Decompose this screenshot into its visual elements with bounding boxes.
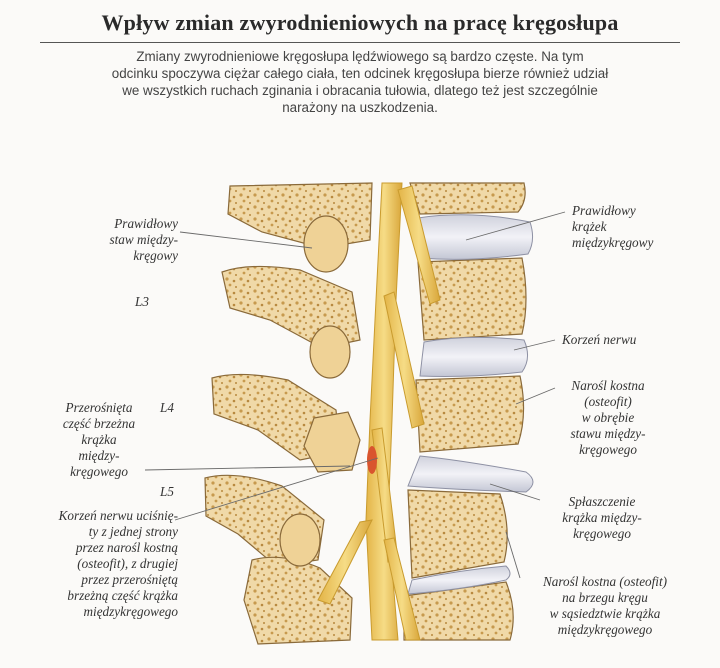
label-line: krążek	[572, 219, 607, 234]
label-line: Przerośnięta	[65, 400, 133, 415]
page-title: Wpływ zmian zwyrodnieniowych na pracę kr…	[101, 10, 619, 35]
label-line: brzeżną część krążka	[67, 588, 178, 603]
label-line: w sąsiedztwie krążka	[549, 606, 661, 621]
title-divider	[40, 42, 680, 43]
intro-paragraph: Zmiany zwyrodnieniowe kręgosłupa lędźwio…	[70, 48, 650, 116]
label-line: Narośl kostna (osteofit)	[542, 574, 668, 589]
label-normal-facet-joint: Prawidłowy staw między- kręgowy	[60, 216, 179, 264]
leader-lines	[144, 211, 566, 579]
intro-line: narażony na uszkodzenia.	[282, 100, 438, 115]
vertebral-bodies	[403, 182, 527, 641]
label-osteophyte-facet: Narośl kostna (osteofit) w obrębie stawu…	[548, 378, 668, 458]
label-line: krążka między-	[562, 510, 642, 525]
label-line: w obrębie	[581, 410, 635, 425]
level-label-l5: L5	[160, 484, 174, 499]
label-line: kręgowego	[573, 526, 631, 541]
label-line: kręgowego	[70, 464, 128, 479]
intro-line: Zmiany zwyrodnieniowe kręgosłupa lędźwio…	[136, 49, 584, 64]
label-line: stawu między-	[570, 426, 646, 441]
label-line: międzykręgowego	[557, 622, 653, 637]
label-line: ty z jednej strony	[88, 524, 178, 539]
intro-line: odcinku spoczywa ciężar całego ciała, te…	[111, 66, 609, 81]
label-line: międzykręgowy	[572, 235, 654, 250]
label-line: krążka	[81, 432, 117, 447]
label-line: (osteofit), z drugiej	[77, 556, 178, 571]
label-line: międzykręgowego	[83, 604, 178, 619]
label-line: Narośl kostna	[571, 378, 645, 393]
label-osteophyte-vertebra-edge: Narośl kostna (osteofit) na brzegu kręgu…	[508, 574, 702, 638]
facet-joints	[279, 215, 361, 567]
label-line: kręgowego	[579, 442, 637, 457]
label-overgrown-disc-edge: Przerośnięta część brzeżna krążka między…	[40, 400, 158, 480]
label-line: część brzeżna	[62, 416, 136, 431]
label-compressed-nerve-root: Korzeń nerwu uciśnię- ty z jednej strony…	[14, 508, 178, 620]
label-line: kręgowy	[133, 248, 178, 263]
nerve-roots	[317, 182, 441, 641]
level-label-l3: L3	[135, 294, 149, 309]
label-line: Korzeń nerwu	[562, 332, 637, 347]
level-label-l4: L4	[160, 400, 174, 415]
label-nerve-root: Korzeń nerwu	[562, 332, 636, 348]
label-normal-disc: Prawidłowy krążek międzykręgowy	[572, 203, 653, 251]
label-line: staw między-	[109, 232, 179, 247]
label-line: Korzeń nerwu uciśnię-	[58, 508, 178, 523]
intro-line: we wszystkich ruchach zginania i obracan…	[122, 83, 598, 98]
label-line: na brzegu kręgu	[562, 590, 648, 605]
label-flattened-disc: Spłaszczenie krążka między- kręgowego	[542, 494, 662, 542]
label-line: między-	[78, 448, 120, 463]
label-line: przez narośl kostną	[75, 540, 178, 555]
label-line: przez przerośniętą	[81, 572, 178, 587]
label-line: (osteofit)	[584, 394, 632, 409]
label-line: Prawidłowy	[114, 216, 178, 231]
label-line: Spłaszczenie	[568, 494, 636, 509]
label-line: Prawidłowy	[572, 203, 636, 218]
